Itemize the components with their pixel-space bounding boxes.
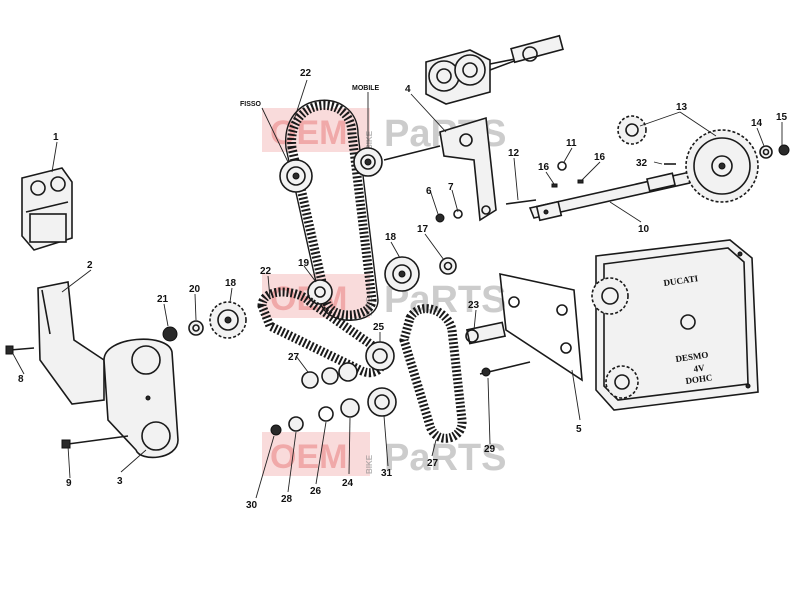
callout-13: 13 [676,102,688,113]
callout-18a: 18 [385,232,397,243]
callout-32: 32 [636,158,648,169]
callout-26: 26 [310,486,322,497]
watermark-oem: OEM [270,114,347,152]
cover-line-3: DOHC [685,372,713,386]
lower-timing-belt-right [399,304,467,443]
part-13-gears [617,115,759,203]
part-31-roller [367,387,397,417]
part-5-gasket-plate [499,272,583,382]
part-25-roller [365,341,395,371]
watermark-bike: BIKE [365,454,374,474]
callout-2: 2 [87,260,93,271]
callout-12: 12 [508,148,520,159]
callout-30: 30 [246,500,258,511]
callout-5: 5 [576,424,582,435]
callout-22b: 22 [260,266,272,277]
part-18-pulley-lower [209,301,247,339]
watermark-bike: BIKE [365,130,374,150]
callout-20: 20 [189,284,201,295]
callout-19: 19 [298,258,310,269]
part-26-washer [318,406,334,422]
tag-mobile: MOBILE [352,85,380,92]
part-19-spacer [307,279,333,305]
part-8-bolt [5,345,35,355]
callout-29: 29 [484,444,496,455]
part-14-washer [759,145,773,159]
part-1-cover-block [21,167,73,251]
part-4-bracket [383,116,497,222]
part-2-bracket [37,281,105,405]
callout-4: 4 [405,84,411,95]
part-9-bolt [61,435,129,449]
part-29-stud [479,361,531,377]
part-30-nut [270,424,282,436]
callout-17: 17 [417,224,429,235]
part-24-spacer [340,398,360,418]
part-16-key [551,179,584,188]
part-11-circlip [557,161,567,171]
callout-23: 23 [468,300,480,311]
cover-line-2: 4V [693,362,706,374]
tag-fisso: FISSO [240,101,262,108]
part-3-timing-cover [103,338,179,459]
cover-line-1: DESMO [675,349,709,363]
callout-21: 21 [157,294,169,305]
part-15-nut [778,144,790,156]
callout-16b: 16 [594,152,606,163]
part-21-nut [162,326,178,342]
callout-6: 6 [426,186,432,197]
callout-27a: 27 [288,352,300,363]
part-28-spacer [288,416,304,432]
callout-7: 7 [448,182,454,193]
callout-31: 31 [381,468,393,479]
part-23-sleeve [465,321,507,345]
part-20-washer [188,320,204,336]
part-7-washer [453,209,463,219]
watermark-parts: PaRTS [384,437,506,479]
part-18-pulley-upper [384,256,420,292]
callout-11: 11 [566,138,577,149]
leader-lines [11,79,783,499]
cover-brand: DUCATI [663,273,699,288]
part-12-stud [505,199,537,205]
callout-8: 8 [18,374,24,385]
callout-22a: 22 [300,68,312,79]
part-17-washer [439,257,457,275]
watermark-oem: OEM [270,438,347,476]
callout-16a: 16 [538,162,550,173]
callout-28: 28 [281,494,293,505]
watermark-bike: BIKE [365,296,374,316]
part-fisso-roller [279,159,313,193]
watermark-bottom: OEM BIKE PaRTS [262,432,506,479]
callout-9: 9 [66,478,72,489]
callout-27b: 27 [427,458,439,469]
callout-10: 10 [638,224,650,235]
part-mobile-roller [353,147,383,177]
part-6-nut [435,213,445,223]
cylinder-head-cover: DUCATI DESMO 4V DOHC [591,239,759,411]
camshaft-pulleys-top [425,34,564,105]
callout-24: 24 [342,478,354,489]
part-27-bearing [301,362,358,389]
callout-1: 1 [53,132,59,143]
callout-14: 14 [751,118,763,129]
callout-25: 25 [373,322,385,333]
callout-3: 3 [117,476,123,487]
callout-18b: 18 [225,278,237,289]
part-10-shaft [528,171,696,222]
callout-labels: 1 2 3 4 5 6 7 8 9 10 11 12 13 14 15 16 1… [18,68,788,511]
callout-15: 15 [776,112,788,123]
